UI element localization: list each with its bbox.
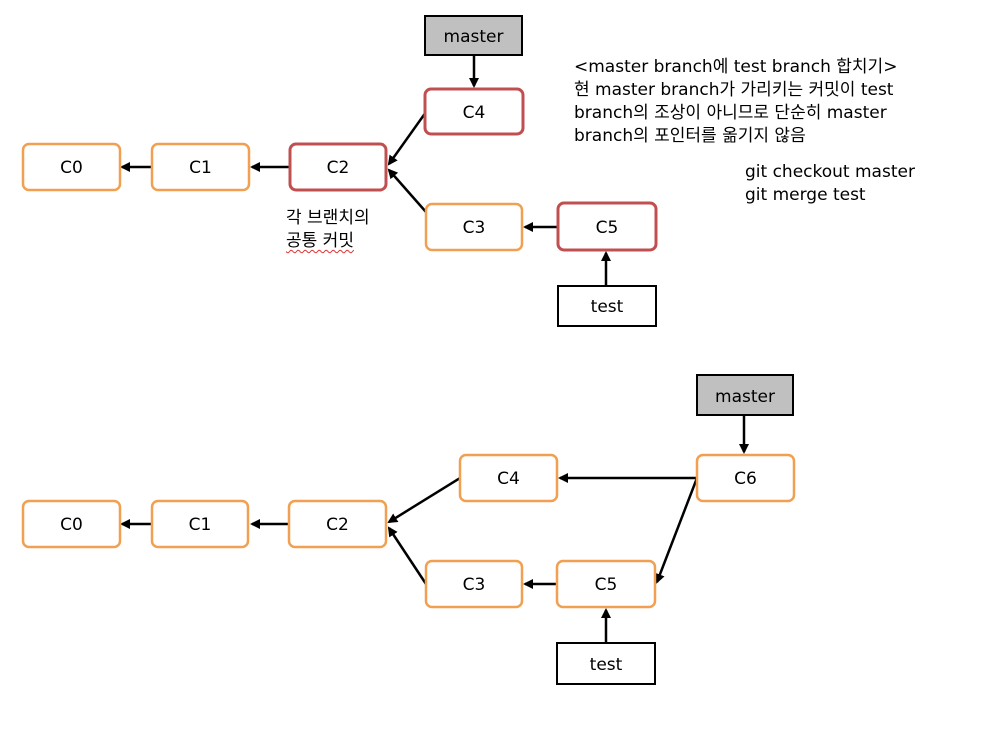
bottom-commit-c1: C1 xyxy=(150,499,250,549)
top-master-label: master xyxy=(444,27,504,47)
top-commit-c1: C1 xyxy=(150,142,251,192)
explanation-line-3: branch의 포인터를 옮기지 않음 xyxy=(574,126,806,146)
bottom-c6-label: C6 xyxy=(734,469,757,489)
top-test-label: test xyxy=(591,297,624,317)
common-commit-line-2: 공통 커밋 xyxy=(286,231,354,251)
arrow-c3-to-c2 xyxy=(387,168,427,213)
top-c2-label: C2 xyxy=(327,158,350,178)
explanation-title: <master branch에 test branch 합치기> xyxy=(574,57,898,77)
top-c3-label: C3 xyxy=(463,218,486,238)
bottom-test-label: test xyxy=(590,655,623,675)
top-test-branch-node: test xyxy=(557,285,657,327)
command-checkout: git checkout master xyxy=(745,162,915,182)
top-commit-c5: C5 xyxy=(556,201,658,252)
top-commit-c4: C4 xyxy=(423,87,525,136)
bottom-c1-label: C1 xyxy=(189,515,212,535)
top-c4-label: C4 xyxy=(463,103,486,123)
bottom-commit-c2: C2 xyxy=(287,499,388,549)
bottom-commit-c6: C6 xyxy=(695,453,796,503)
bottom-master-branch-node: master xyxy=(696,374,794,416)
bottom-test-branch-node: test xyxy=(556,642,656,685)
bottom-master-label: master xyxy=(715,387,775,407)
bottom-c3-label: C3 xyxy=(463,575,486,595)
top-commit-c0: C0 xyxy=(21,142,122,192)
bottom-commit-c4: C4 xyxy=(458,453,559,503)
bottom-c0-label: C0 xyxy=(60,515,83,535)
explanation-line-2: branch의 조상이 아니므로 단순히 master xyxy=(574,103,887,123)
bottom-commit-c5: C5 xyxy=(555,559,657,609)
arrow-c3-to-c2-bottom xyxy=(387,526,428,585)
top-master-branch-node: master xyxy=(424,15,523,56)
top-commit-c2: C2 xyxy=(288,142,388,192)
bottom-c5-label: C5 xyxy=(595,575,618,595)
arrow-c4-to-c2-bottom xyxy=(387,476,461,524)
merge-explanation: <master branch에 test branch 합치기> 현 maste… xyxy=(574,56,897,148)
bottom-c2-label: C2 xyxy=(326,515,349,535)
git-commands: git checkout master git merge test xyxy=(745,161,915,207)
explanation-line-1: 현 master branch가 가리키는 커밋이 test xyxy=(574,80,894,100)
top-c1-label: C1 xyxy=(189,158,212,178)
top-c5-label: C5 xyxy=(596,218,619,238)
arrow-c6-to-c5 xyxy=(655,477,699,584)
common-commit-note: 각 브랜치의 공통 커밋 xyxy=(286,207,370,253)
bottom-commit-c3: C3 xyxy=(424,559,524,609)
common-commit-line-1: 각 브랜치의 xyxy=(286,208,370,228)
arrow-c4-to-c2 xyxy=(387,111,428,166)
command-merge: git merge test xyxy=(745,185,866,205)
top-c0-label: C0 xyxy=(60,158,83,178)
bottom-commit-c0: C0 xyxy=(21,499,122,549)
top-commit-c3: C3 xyxy=(424,202,524,252)
bottom-c4-label: C4 xyxy=(497,469,520,489)
